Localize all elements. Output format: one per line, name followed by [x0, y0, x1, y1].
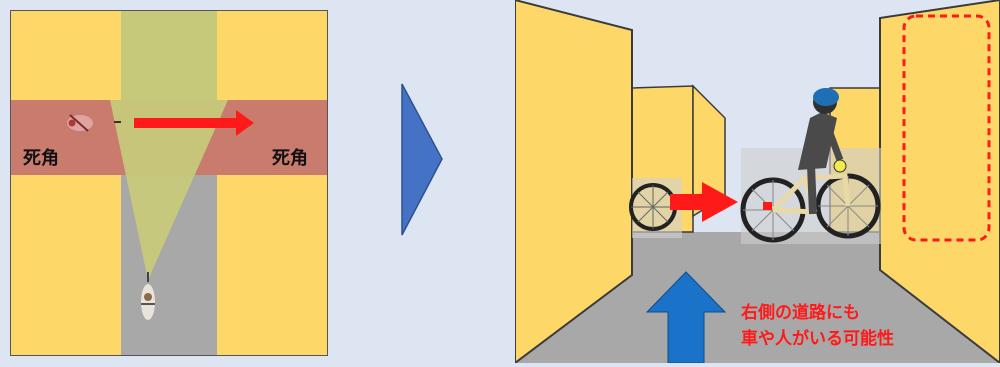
building-bottom-left: [11, 175, 121, 355]
perspective-diagram: 右側の道路にも 車や人がいる可能性: [514, 0, 1000, 366]
building-top-right: [217, 11, 327, 100]
cyclist-left-icon: [67, 114, 121, 132]
transition-arrow: [400, 82, 445, 237]
rider-view-scene: 右側の道路にも 車や人がいる可能性: [514, 0, 1000, 366]
warning-text-line1: 右側の道路にも: [741, 302, 860, 323]
cyclist-rider-icon: [740, 88, 881, 244]
blind-spot-label-right: 死角: [272, 147, 308, 169]
cyclist-bottom-icon: [141, 272, 155, 320]
danger-arrow: [134, 110, 254, 136]
warning-text-line2: 車や人がいる可能性: [741, 328, 894, 349]
upper-road-visible: [121, 11, 217, 100]
intersection-diagram: 死角 死角: [9, 9, 329, 357]
building-top-left: [11, 11, 121, 100]
next-chevron-icon: [401, 83, 443, 236]
blind-spot-label-left: 死角: [23, 147, 59, 169]
hidden-hazard-zone: [902, 14, 991, 242]
building-near-left: [514, 0, 633, 366]
approach-arrow: [670, 182, 738, 222]
intersection-top-view: 死角 死角: [9, 9, 329, 357]
forward-road: [515, 232, 1000, 363]
building-bottom-right: [217, 175, 327, 355]
view-cone: [110, 100, 228, 280]
